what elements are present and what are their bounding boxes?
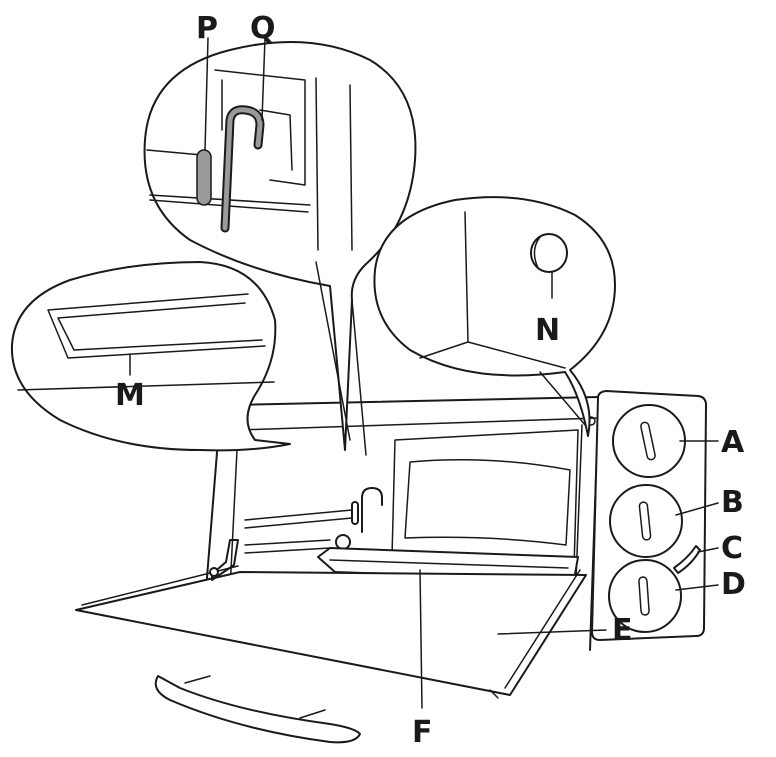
back-wall-recess — [404, 459, 571, 546]
b-leader — [675, 502, 719, 516]
label-a: A — [721, 425, 745, 460]
rack-rail-upper-lower-edge — [244, 517, 353, 529]
leader-lines — [419, 440, 719, 709]
callout-pq-pointer-left — [315, 261, 351, 441]
oven-right-inner-edge — [575, 424, 583, 581]
indicator-light — [673, 545, 701, 574]
oven-back-wall — [391, 429, 579, 569]
timer-knob-pointer — [638, 576, 650, 616]
rack-rail-lower-edge — [244, 547, 331, 554]
function-knob — [609, 484, 683, 558]
m-drawer-inner — [57, 302, 263, 351]
label-q: Q — [250, 11, 276, 46]
callout-m-bubble — [10, 261, 291, 452]
callout-n — [373, 196, 616, 437]
m-drawer-outer — [47, 293, 266, 359]
f-leader — [419, 569, 423, 709]
oven-top-inner-line — [237, 417, 599, 431]
callout-m — [10, 261, 291, 452]
function-knob-pointer — [638, 501, 652, 541]
m-floor-line — [17, 381, 275, 391]
zoom-bracket-inner — [259, 109, 293, 171]
interior-hook-slot — [351, 501, 359, 525]
q-leader — [261, 37, 266, 121]
p-slot — [196, 149, 212, 206]
c-leader — [697, 547, 719, 553]
control-panel — [586, 390, 707, 641]
n-corner-floor — [467, 341, 566, 369]
timer-knob — [608, 559, 682, 633]
label-d: D — [721, 567, 746, 602]
label-c: C — [721, 531, 743, 566]
e-leader — [497, 629, 607, 635]
label-m: M — [115, 378, 145, 413]
door-glass-panel — [75, 571, 587, 696]
p-leader — [204, 37, 209, 151]
label-f: F — [412, 715, 433, 750]
rack-rail-lower — [244, 539, 331, 546]
handle-mount-left — [184, 675, 211, 684]
d-leader — [675, 584, 719, 591]
callout-pq-pointer-right — [351, 299, 367, 456]
zoom-wall-edge — [315, 77, 319, 251]
temperature-knob-pointer — [640, 421, 656, 461]
zoom-wall-edge-2 — [349, 84, 353, 251]
interior-light — [335, 534, 351, 550]
temperature-knob — [612, 404, 686, 478]
oven-interior — [244, 429, 579, 581]
rack-rail-upper — [244, 509, 353, 521]
n-light-edge — [533, 236, 541, 269]
door-right-frame — [504, 569, 581, 689]
label-b: B — [721, 485, 744, 520]
door-handle — [154, 675, 361, 744]
interior-hook — [361, 487, 383, 533]
zoom-rail-upper — [146, 149, 203, 156]
part-labels: P Q M N A B C D E F — [115, 11, 746, 750]
handle-mount-right — [299, 709, 326, 719]
oven-left-inner-edge — [229, 429, 239, 591]
callout-pq — [143, 37, 417, 456]
label-e: E — [612, 613, 633, 648]
callout-n-pointer — [539, 371, 587, 427]
oven-door — [75, 539, 587, 744]
label-p: P — [196, 11, 218, 46]
label-n: N — [535, 313, 560, 348]
baking-tray-inner-rim — [329, 559, 569, 569]
hinge-pin — [209, 567, 219, 577]
q-hook — [222, 107, 263, 231]
zoom-bracket — [214, 69, 306, 186]
oven-top-edge — [229, 396, 599, 421]
n-interior-light — [530, 233, 568, 273]
door-corner — [489, 689, 499, 699]
